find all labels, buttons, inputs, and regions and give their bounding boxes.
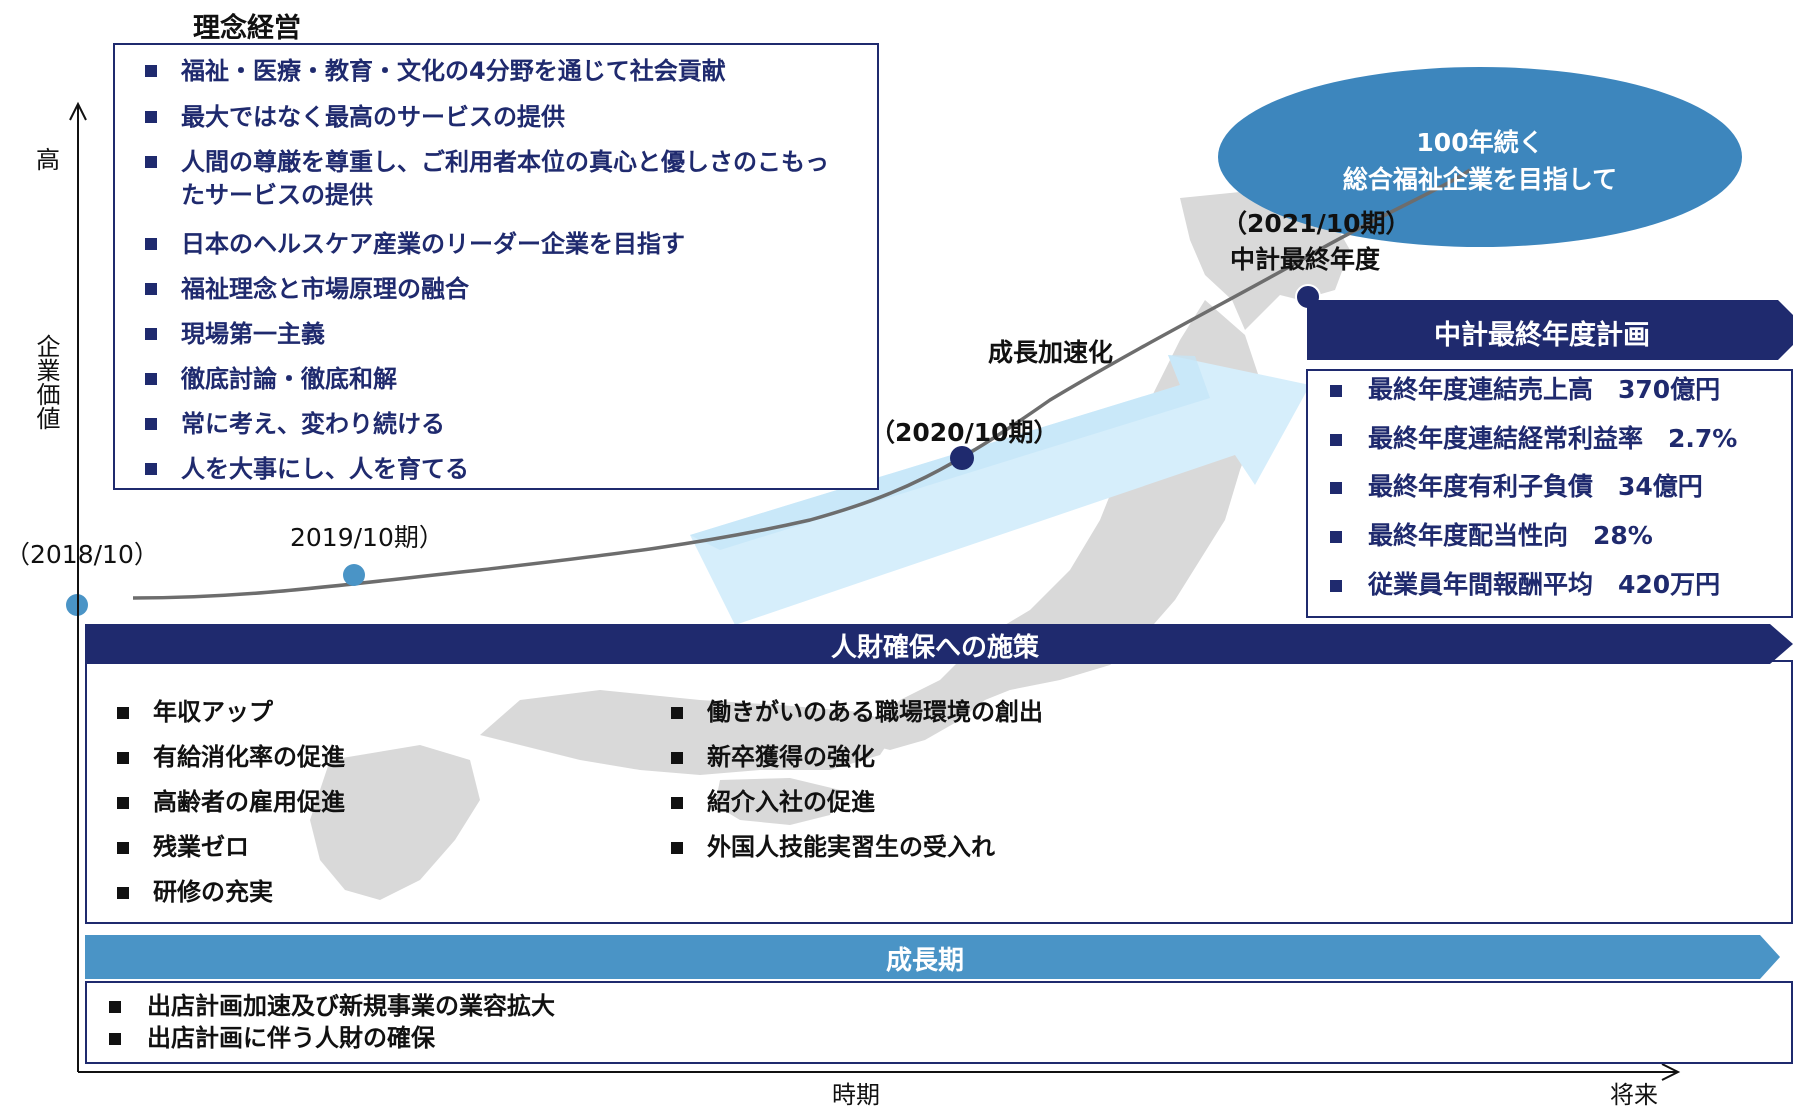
plan-item: 最終年度配当性向 28% (1330, 519, 1790, 553)
bullet-square-icon (145, 373, 157, 385)
philosophy-item: 人を大事にし、人を育てる (145, 453, 845, 486)
philosophy-item: 人間の尊厳を尊重し、ご利用者本位の真心と優しさのこもったサービスの提供 (145, 146, 845, 212)
philosophy-item: 福祉理念と市場原理の融合 (145, 273, 845, 306)
bullet-square-icon (109, 1033, 121, 1045)
bullet-square-icon (145, 238, 157, 250)
bullet-square-icon (145, 418, 157, 430)
growth-banner-shape (85, 935, 1780, 979)
bullet-square-icon (671, 842, 683, 854)
bullet-square-icon (671, 707, 683, 719)
plan-title: 中計最終年度計画 (1434, 320, 1650, 351)
bullet-square-icon (117, 842, 129, 854)
bullet-square-icon (671, 752, 683, 764)
x-axis-end-label: 将来 (1610, 1081, 1658, 1109)
plan-item: 最終年度有利子負債 34億円 (1330, 470, 1790, 504)
x-axis-label: 時期 (832, 1081, 880, 1109)
hr-measure-item: 残業ゼロ (117, 831, 249, 863)
hr-measure-item: 有給消化率の促進 (117, 741, 345, 773)
hr-measure-item: 働きがいのある職場環境の創出 (671, 696, 1043, 728)
growth-arrow-graphic (690, 355, 1310, 625)
milestone-dot-2020 (950, 446, 974, 470)
philosophy-title: 理念経営 (193, 13, 301, 44)
hr-measure-item: 年収アップ (117, 696, 273, 728)
hr-measures-box: 年収アップ 有給消化率の促進 高齢者の雇用促進 残業ゼロ 研修の充実 働きがいの… (85, 660, 1793, 924)
bullet-square-icon (145, 65, 157, 77)
y-axis-high-label: 高 (36, 146, 60, 174)
bullet-square-icon (117, 707, 129, 719)
growth-title: 成長期 (885, 946, 964, 976)
hr-measure-item: 外国人技能実習生の受入れ (671, 831, 995, 863)
growth-curve (132, 168, 1471, 600)
goal-text: 100年続く 総合福祉企業を目指して (1250, 124, 1710, 198)
goal-line-1: 100年続く (1416, 128, 1544, 157)
philosophy-item: 最大ではなく最高のサービスの提供 (145, 101, 845, 134)
plan-box: 最終年度連結売上高 370億円 最終年度連結経常利益率 2.7% 最終年度有利子… (1306, 369, 1793, 618)
growth-box: 出店計画加速及び新規事業の業容拡大 出店計画に伴う人財の確保 (85, 981, 1793, 1064)
y-axis-arrowhead (69, 101, 87, 121)
bullet-square-icon (1330, 385, 1342, 397)
philosophy-item: 日本のヘルスケア産業のリーダー企業を目指す (145, 228, 845, 261)
bullet-square-icon (145, 283, 157, 295)
growth-item: 出店計画加速及び新規事業の業容拡大 (109, 991, 555, 1022)
bullet-square-icon (117, 797, 129, 809)
hr-measure-item: 高齢者の雇用促進 (117, 786, 345, 818)
milestone-dot-2019 (343, 564, 365, 586)
y-axis-label: 企業価値 (31, 334, 60, 430)
bullet-square-icon (145, 156, 157, 168)
plan-item: 従業員年間報酬平均 420万円 (1330, 568, 1790, 602)
hr-measure-item: 紹介入社の促進 (671, 786, 875, 818)
milestone-2021-period: （2021/10期） (1222, 209, 1411, 238)
goal-line-2: 総合福祉企業を目指して (1342, 165, 1618, 194)
bullet-square-icon (145, 111, 157, 123)
milestone-2019-label: 2019/10期） (290, 523, 444, 552)
bullet-square-icon (1330, 531, 1342, 543)
philosophy-item: 福祉・医療・教育・文化の4分野を通じて社会貢献 (145, 55, 845, 88)
bullet-square-icon (117, 752, 129, 764)
bullet-square-icon (1330, 482, 1342, 494)
hr-measure-item: 新卒獲得の強化 (671, 741, 875, 773)
acceleration-label: 成長加速化 (988, 338, 1114, 367)
bullet-square-icon (1330, 434, 1342, 446)
goal-ellipse (1218, 67, 1742, 247)
plan-item: 最終年度連結売上高 370億円 (1330, 373, 1790, 407)
philosophy-item: 徹底討論・徹底和解 (145, 363, 845, 396)
philosophy-box: 福祉・医療・教育・文化の4分野を通じて社会貢献 最大ではなく最高のサービスの提供… (113, 43, 879, 490)
y-axis-label-text: 企業価値 (32, 334, 60, 430)
bullet-square-icon (117, 887, 129, 899)
bullet-square-icon (1330, 580, 1342, 592)
plan-header-shape (1307, 300, 1793, 360)
hr-title: 人財確保への施策 (830, 633, 1039, 663)
x-axis-arrowhead (1661, 1063, 1681, 1081)
hr-banner-shape (85, 624, 1793, 664)
philosophy-item: 現場第一主義 (145, 318, 845, 351)
hr-measure-item: 研修の充実 (117, 876, 273, 908)
bullet-square-icon (145, 328, 157, 340)
plan-item: 最終年度連結経常利益率 2.7% (1330, 422, 1790, 456)
milestone-2018-label: （2018/10） (5, 540, 159, 569)
bullet-square-icon (671, 797, 683, 809)
bullet-square-icon (109, 1001, 121, 1013)
philosophy-item: 常に考え、変わり続ける (145, 408, 845, 441)
milestone-2020-label: （2020/10期） (870, 418, 1059, 447)
milestone-2021-label: 中計最終年度 (1230, 245, 1381, 274)
bullet-square-icon (145, 463, 157, 475)
growth-item: 出店計画に伴う人財の確保 (109, 1023, 435, 1054)
